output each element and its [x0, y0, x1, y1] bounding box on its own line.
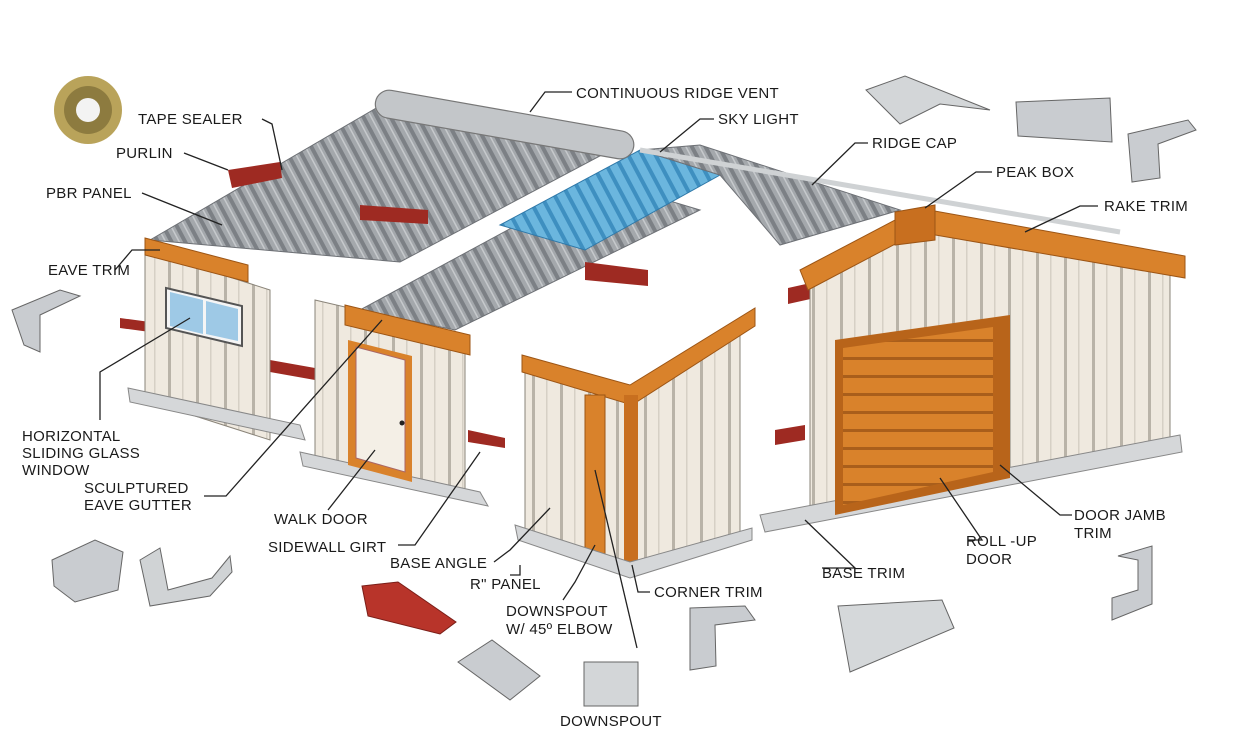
label-peak-box: PEAK BOX: [996, 164, 1074, 181]
label-walk-door: WALK DOOR: [274, 511, 368, 528]
label-rollup-door-2: DOOR: [966, 551, 1012, 568]
label-door-jamb-2: TRIM: [1074, 525, 1112, 542]
label-window-line-3: WINDOW: [22, 462, 90, 479]
rake-trim-piece: [1127, 119, 1197, 183]
label-downspout: DOWNSPOUT: [560, 713, 662, 730]
label-door-jamb-1: DOOR JAMB: [1074, 507, 1166, 524]
label-eave-trim: EAVE TRIM: [48, 262, 130, 279]
tape-sealer-roll: [54, 76, 122, 144]
label-rake-trim: RAKE TRIM: [1104, 198, 1188, 215]
leader-lines: [99, 91, 1098, 649]
downspout-pipe: [584, 394, 606, 556]
label-gutter-line-2: EAVE GUTTER: [84, 497, 192, 514]
label-base-angle: BASE ANGLE: [390, 555, 487, 572]
label-window-line-1: HORIZONTAL: [22, 428, 121, 445]
corner-trim-piece: [689, 605, 756, 671]
label-gutter-line-1: SCULPTURED: [84, 480, 189, 497]
corner-trim-top: [521, 307, 756, 406]
label-window-line-2: SLIDING GLASS: [22, 445, 140, 462]
label-base-trim: BASE TRIM: [822, 565, 905, 582]
roll-up-door: [835, 315, 1010, 515]
gutter-piece: [51, 539, 124, 603]
continuous-ridge-vent: [374, 89, 635, 160]
peak-box: [894, 204, 936, 246]
base-angle-left: [127, 387, 306, 441]
walk-door: [348, 340, 412, 482]
base-angle-middle: [299, 451, 489, 507]
downspout-box-piece: [583, 661, 639, 707]
sculptured-eave-gutter: [344, 304, 471, 356]
eave-trim: [144, 237, 249, 283]
peak-box-piece: [1015, 97, 1113, 143]
label-r-panel: R" PANEL: [470, 576, 541, 593]
label-downspout-elbow-2: W/ 45º ELBOW: [506, 621, 613, 638]
label-rollup-door-1: ROLL -UP: [966, 533, 1037, 550]
purlins: [120, 162, 815, 448]
label-sky-light: SKY LIGHT: [718, 111, 799, 128]
base-trim-piece: [837, 599, 955, 673]
label-ridge-cap: RIDGE CAP: [872, 135, 957, 152]
label-continuous-ridge-vent: CONTINUOUS RIDGE VENT: [576, 85, 779, 102]
label-pbr-panel: PBR PANEL: [46, 185, 132, 202]
corner-trim: [624, 395, 638, 567]
label-sidewall-girt: SIDEWALL GIRT: [268, 539, 386, 556]
base-angle-corner: [514, 524, 753, 579]
red-base-angle-piece: [361, 581, 457, 635]
label-tape-sealer: TAPE SEALER: [138, 111, 243, 128]
door-jamb-piece: [1111, 545, 1153, 621]
label-downspout-elbow-1: DOWNSPOUT: [506, 603, 608, 620]
roof-panel-right: [639, 144, 902, 246]
elbow-piece: [457, 639, 541, 701]
ridge-cap-piece: [865, 75, 991, 125]
eave-trim-piece: [11, 289, 82, 353]
label-corner-trim: CORNER TRIM: [654, 584, 763, 601]
label-purlin: PURLIN: [116, 145, 173, 162]
base-angle-piece: [139, 547, 233, 607]
horizontal-sliding-window: [165, 286, 243, 348]
ridge-cap: [639, 147, 1121, 235]
